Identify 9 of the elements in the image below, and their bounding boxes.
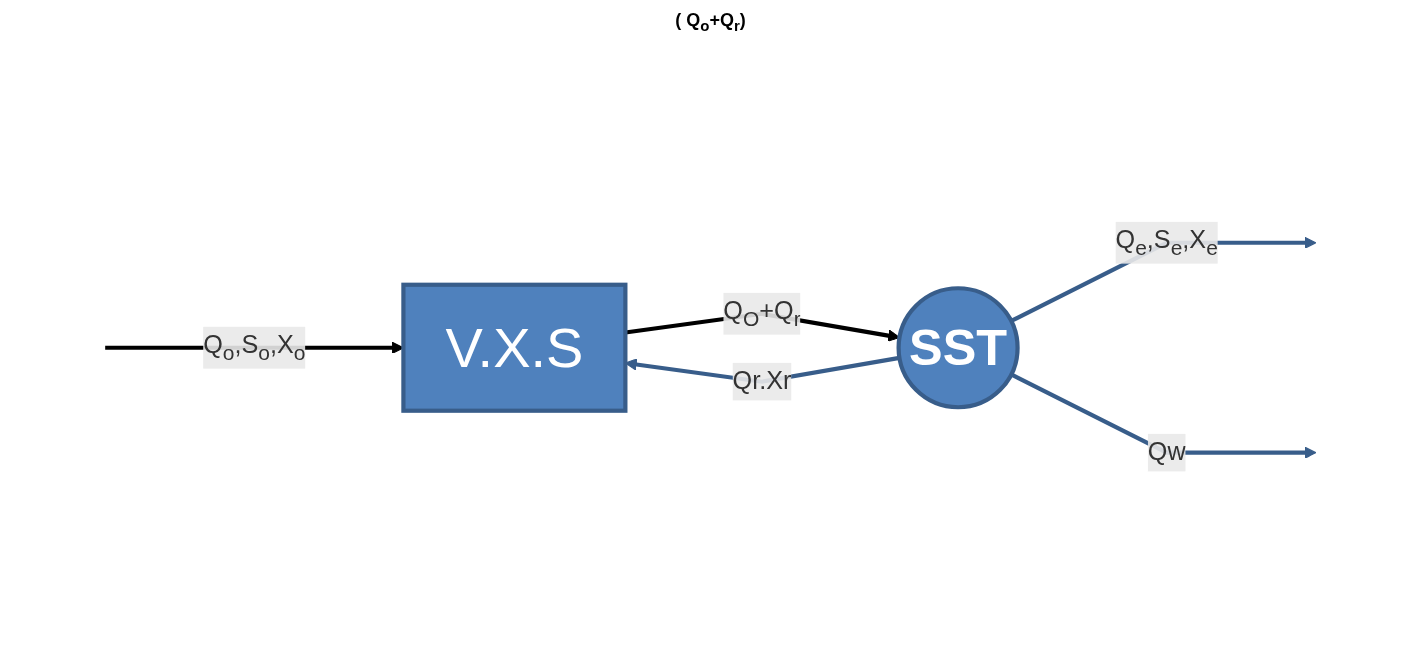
edge-label: Qw	[1147, 437, 1186, 466]
flow-label: ( Q$_{o}$+Q$_{r}$)	[675, 10, 746, 30]
edge-label: Q$_{O}$+Q$_{r}$	[723, 296, 801, 330]
edge-label: Q$_{o}$,S$_{o}$,X$_{o}$	[203, 330, 306, 364]
node-circle: SST	[896, 285, 1020, 409]
edge-label: Q$_{e}$,S$_{e}$,X$_{e}$	[1115, 225, 1218, 259]
edge-label: Qr.Xr	[732, 366, 792, 395]
node-box: V.X.S	[401, 282, 628, 413]
arrow	[1010, 372, 1317, 459]
